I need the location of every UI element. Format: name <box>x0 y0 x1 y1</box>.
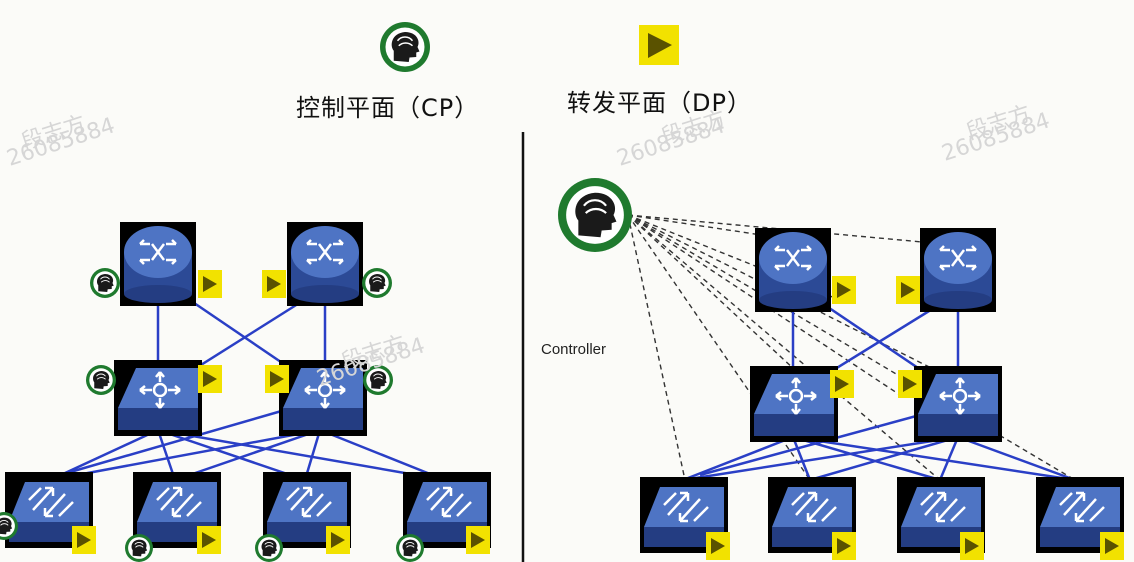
control-plane-badge <box>361 267 393 299</box>
data-plane-badge <box>896 276 920 304</box>
data-plane-badge <box>198 270 222 298</box>
core-switch-icon <box>914 366 1002 442</box>
router-icon <box>120 222 196 306</box>
left-links <box>49 288 446 482</box>
core-switch-icon <box>750 366 838 442</box>
data-plane-badge <box>832 532 856 560</box>
data-plane-badge <box>832 276 856 304</box>
data-plane-badge <box>1100 532 1124 560</box>
legend-data-plane-icon <box>639 25 679 65</box>
data-plane-badge <box>265 365 289 393</box>
router-icon <box>755 228 831 312</box>
data-plane-badge <box>466 526 490 554</box>
legend-control-plane-icon <box>379 21 431 73</box>
data-plane-title: 转发平面（DP） <box>567 89 752 117</box>
data-plane-badge <box>960 532 984 560</box>
right-links <box>682 293 1076 482</box>
data-plane-badge <box>198 365 222 393</box>
controller-label: Controller <box>541 341 607 358</box>
data-plane-badge <box>326 526 350 554</box>
controller-links <box>627 214 1076 481</box>
data-plane-badge <box>262 270 286 298</box>
control-plane-badge <box>395 533 425 562</box>
router-icon <box>920 228 996 312</box>
data-plane-badge <box>898 370 922 398</box>
control-plane-title: 控制平面（CP） <box>296 94 480 122</box>
data-plane-badge <box>830 370 854 398</box>
core-switch-icon <box>279 360 367 436</box>
control-plane-badge <box>362 364 394 396</box>
controller-icon <box>556 176 634 254</box>
control-plane-badge <box>124 533 154 562</box>
router-icon <box>287 222 363 306</box>
data-plane-badge <box>72 526 96 554</box>
control-plane-badge <box>254 533 284 562</box>
control-plane-badge <box>89 267 121 299</box>
data-plane-badge <box>197 526 221 554</box>
control-plane-badge <box>85 364 117 396</box>
access-switch-icon <box>640 477 728 553</box>
core-switch-icon <box>114 360 202 436</box>
data-plane-badge <box>706 532 730 560</box>
